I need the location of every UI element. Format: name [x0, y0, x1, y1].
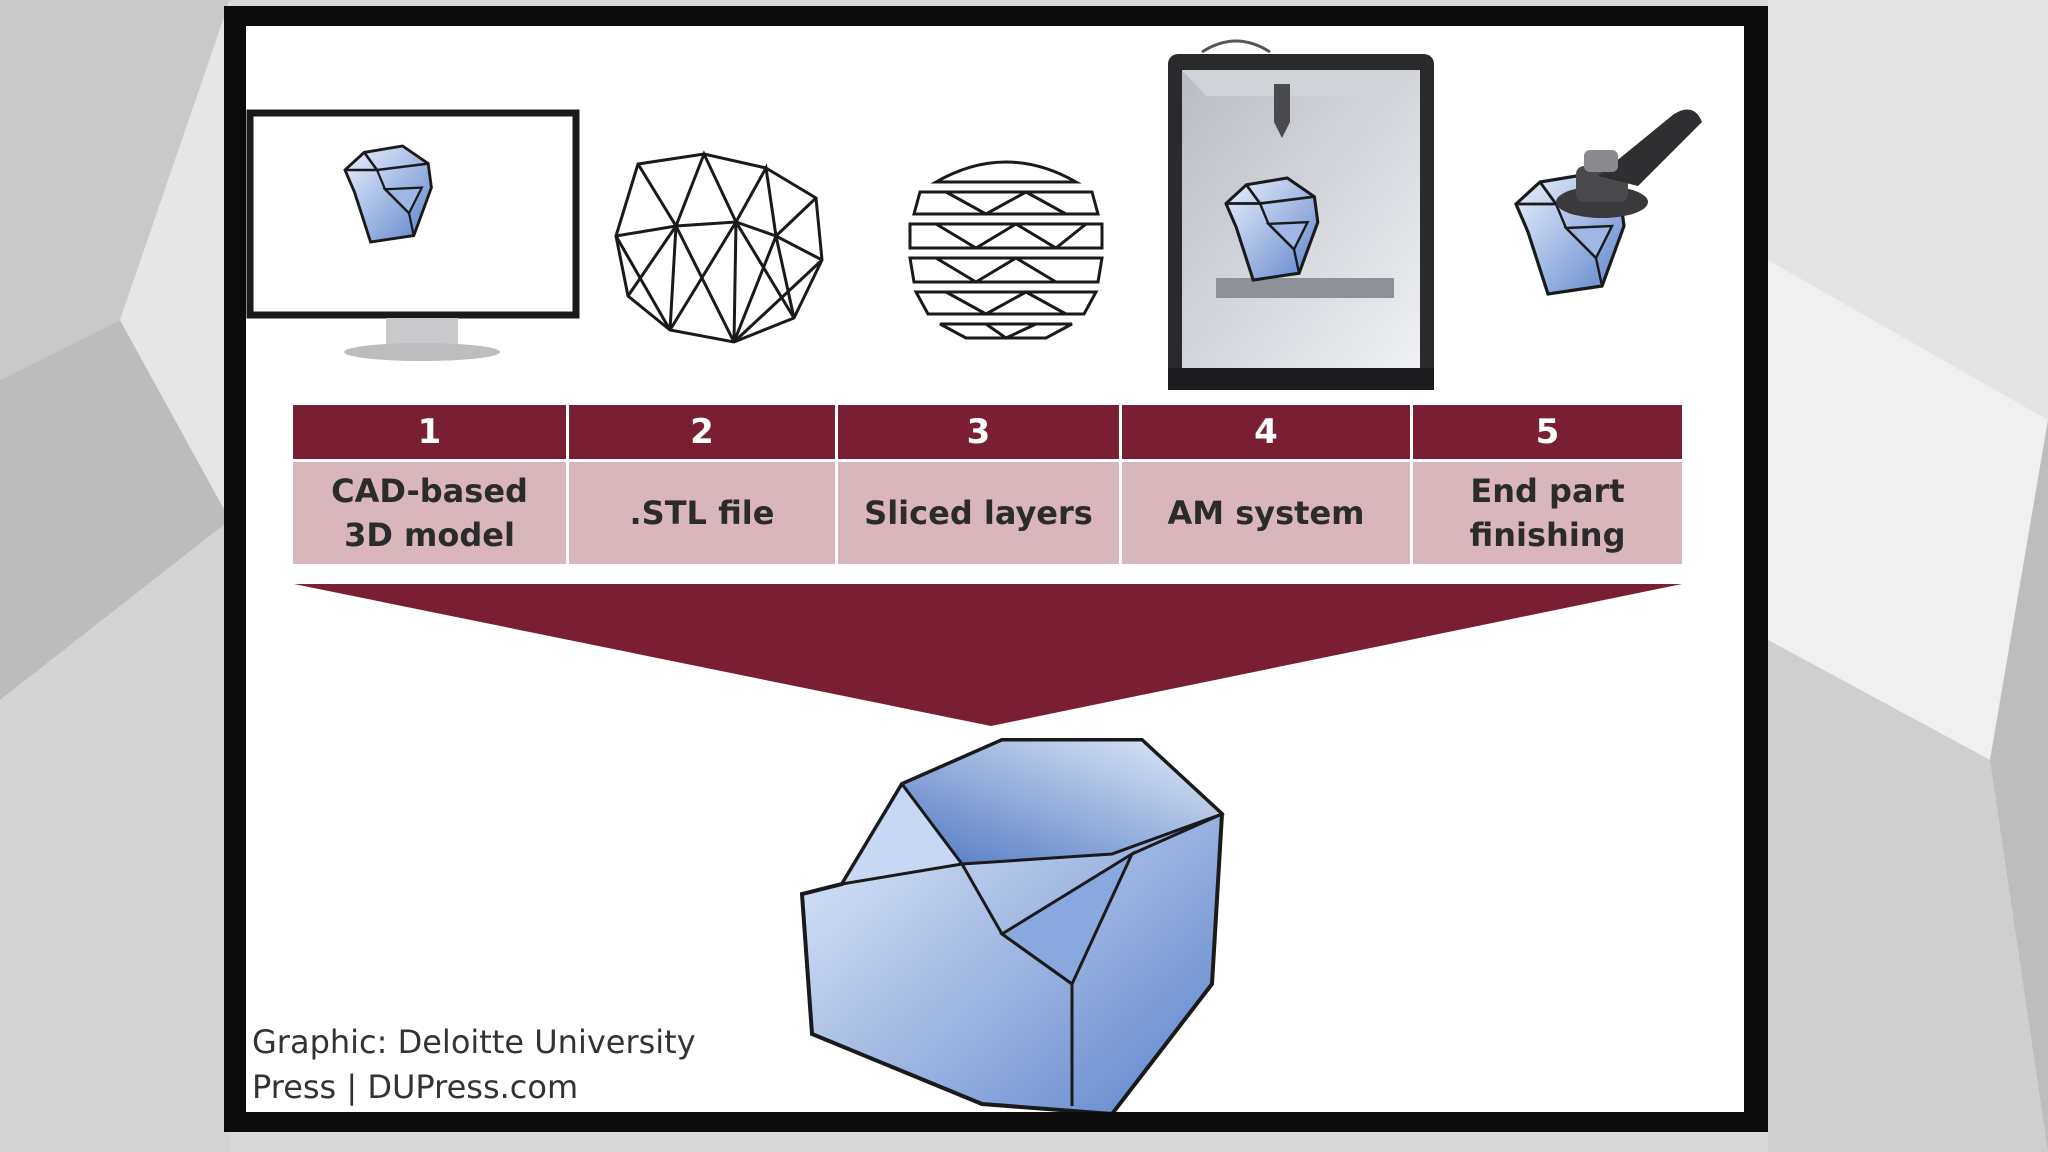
step-2-cell	[569, 462, 835, 564]
step-3-header	[838, 405, 1119, 459]
wireframe-mesh-icon	[614, 150, 824, 344]
step-label: AM system	[1167, 494, 1365, 532]
step-4-cell	[1122, 462, 1410, 564]
step-1-cell	[293, 462, 566, 564]
step-5-header	[1413, 405, 1682, 459]
step-label: End part finishing	[1469, 472, 1626, 554]
step-number: 1	[417, 412, 442, 452]
step-table	[293, 405, 1682, 564]
grinder-finishing-icon	[1514, 109, 1702, 296]
monitor-with-3d-model-icon	[246, 109, 580, 361]
step-number: 3	[966, 412, 991, 452]
finished-polyhedron-icon	[799, 738, 1225, 1112]
sliced-layers-icon	[908, 160, 1104, 340]
step-number: 5	[1535, 412, 1560, 452]
step-1-header	[293, 405, 566, 459]
step-label: CAD-based 3D model	[331, 472, 528, 554]
am-process-diagram: 1 2 3 4 5 CAD-based 3D model .STL file S…	[246, 26, 1744, 1112]
step-label: .STL file	[629, 494, 775, 532]
step-2-header	[569, 405, 835, 459]
funnel-arrow	[294, 584, 1682, 726]
diagram-artwork	[246, 39, 1702, 1112]
step-number: 4	[1254, 412, 1278, 452]
step-number: 2	[690, 412, 714, 452]
step-label: Sliced layers	[864, 494, 1093, 532]
graphic-credit: Graphic: Deloitte University Press | DUP…	[252, 1023, 696, 1106]
3d-printer-icon	[1168, 39, 1434, 390]
step-4-header	[1122, 405, 1410, 459]
step-5-cell	[1413, 462, 1682, 564]
step-3-cell	[838, 462, 1119, 564]
